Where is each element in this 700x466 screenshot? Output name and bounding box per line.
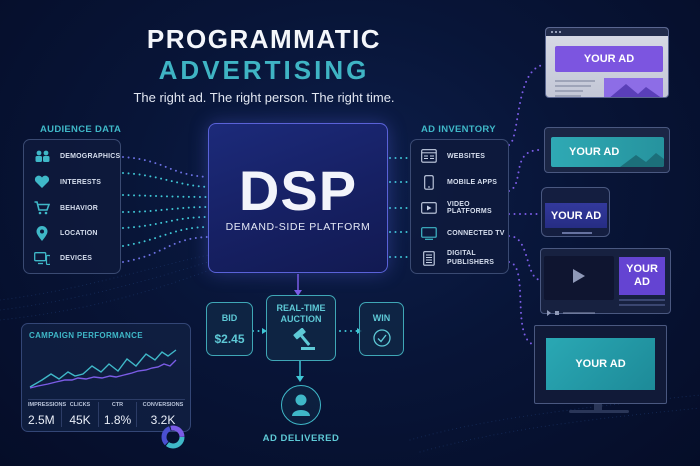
inventory-item-video-platforms: VIDEO PLATFORMS [421, 201, 508, 215]
tv-stand [594, 404, 602, 411]
image-placeholder-icon [604, 78, 663, 97]
browser-icon [421, 149, 437, 163]
dsp-box: DSP DEMAND-SIDE PLATFORM [208, 123, 388, 273]
video-play-icon [421, 201, 437, 215]
banner-ad-mockup: YOUR AD [544, 127, 670, 173]
tv-ad-mockup: YOUR AD [534, 325, 667, 404]
tv-icon [421, 226, 437, 240]
ad-delivered-label: AD DELIVERED [262, 433, 340, 444]
location-pin-icon [34, 225, 50, 241]
video-player [544, 256, 614, 300]
play-icon [573, 269, 585, 283]
devices-icon [34, 251, 50, 265]
mobile-ad[interactable]: YOUR AD [545, 203, 607, 228]
inventory-item-mobile-apps: MOBILE APPS [421, 174, 497, 190]
cart-icon [34, 201, 50, 215]
bid-box: BID $2.45 [206, 302, 253, 356]
real-time-auction-box: REAL-TIME AUCTION [266, 295, 336, 361]
performance-line-chart [29, 349, 177, 389]
audience-item-location: LOCATION [34, 225, 98, 241]
audience-item-behavior: BEHAVIOR [34, 201, 98, 215]
audience-item-devices: DEVICES [34, 251, 92, 265]
browser-bar [546, 28, 668, 36]
document-icon [421, 250, 437, 266]
audience-item-demographics: DEMOGRAPHICS [34, 149, 120, 163]
ad-delivered-user-icon [281, 385, 321, 425]
audience-data-panel: DEMOGRAPHICS INTERESTS BEHAVIOR LOCATION… [23, 139, 121, 274]
banner-ad[interactable]: YOUR AD [551, 137, 664, 167]
page-title: PROGRAMMATIC [146, 24, 382, 54]
campaign-heading: CAMPAIGN PERFORMANCE [29, 331, 143, 340]
donut-chart-icon [161, 425, 185, 449]
people-icon [34, 149, 50, 163]
dsp-subtitle: DEMAND-SIDE PLATFORM [225, 221, 371, 233]
inventory-item-websites: WEBSITES [421, 149, 485, 163]
video-controls [547, 303, 612, 316]
phone-icon [421, 174, 437, 190]
website-ad-banner[interactable]: YOUR AD [555, 46, 663, 72]
checkmark-circle-icon [372, 329, 391, 347]
dsp-title: DSP [238, 159, 358, 222]
win-box: WIN [359, 302, 404, 356]
audience-item-interests: INTERESTS [34, 175, 101, 189]
inventory-item-connected-tv: CONNECTED TV [421, 226, 505, 240]
heart-icon [34, 175, 50, 189]
mobile-ad-mockup: YOUR AD [541, 187, 610, 237]
ad-inventory-panel: WEBSITES MOBILE APPS VIDEO PLATFORMS CON… [410, 139, 509, 274]
website-ad-mockup: YOUR AD [545, 27, 669, 98]
bid-value: $2.45 [214, 332, 245, 346]
tv-ad[interactable]: YOUR AD [546, 338, 655, 390]
ad-inventory-heading: AD INVENTORY [421, 124, 496, 135]
audience-data-heading: AUDIENCE DATA [40, 124, 122, 135]
gavel-icon [293, 328, 315, 350]
tagline: The right ad. The right person. The righ… [133, 90, 395, 105]
page-title-accent: ADVERTISING [158, 55, 370, 85]
